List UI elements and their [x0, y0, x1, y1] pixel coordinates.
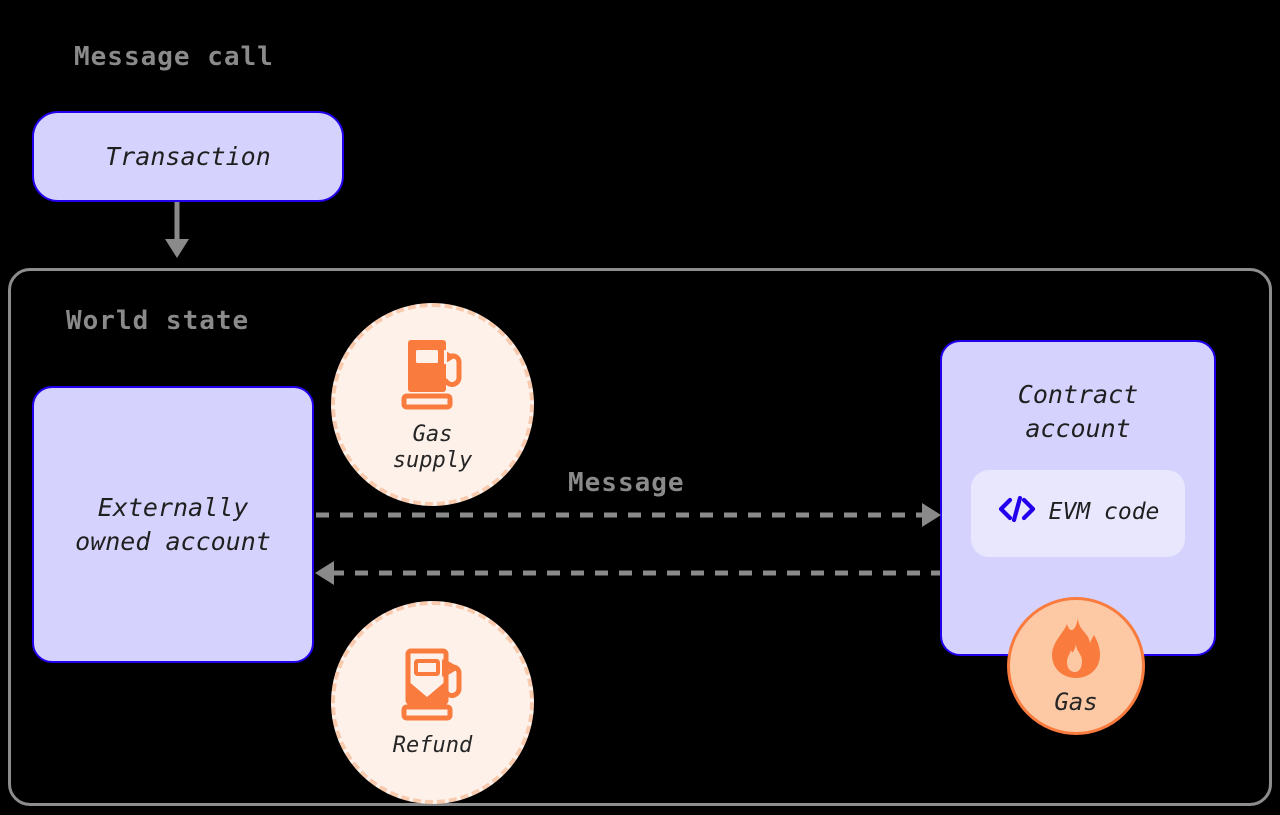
- node-refund[interactable]: Refund: [331, 601, 534, 804]
- node-transaction[interactable]: Transaction: [32, 111, 344, 202]
- flame-icon: [1045, 616, 1107, 686]
- node-gas-badge-label: Gas: [1054, 688, 1098, 716]
- node-gas-supply[interactable]: Gas supply: [331, 303, 534, 506]
- code-brackets-icon: [997, 494, 1037, 533]
- world-state-container: [8, 268, 1272, 806]
- page-title: Message call: [74, 42, 274, 72]
- node-gas-supply-label: Gas supply: [392, 422, 473, 473]
- gas-pump-partial-icon: [400, 647, 466, 727]
- node-refund-label: Refund: [392, 732, 473, 758]
- node-contract-account-label: Contract account: [1017, 380, 1139, 443]
- evm-code-chip[interactable]: EVM code: [971, 469, 1185, 557]
- evm-code-label: EVM code: [1048, 499, 1160, 526]
- node-externally-owned-account[interactable]: Externally owned account: [32, 386, 314, 663]
- node-transaction-label: Transaction: [105, 141, 271, 171]
- node-externally-owned-account-label: Externally owned account: [75, 492, 271, 556]
- edge-transaction-to-world-state: [165, 202, 189, 258]
- world-state-label: World state: [66, 306, 250, 336]
- node-gas-badge[interactable]: Gas: [1007, 597, 1145, 735]
- edge-label-message: Message: [568, 468, 685, 498]
- gas-pump-full-icon: [400, 336, 466, 416]
